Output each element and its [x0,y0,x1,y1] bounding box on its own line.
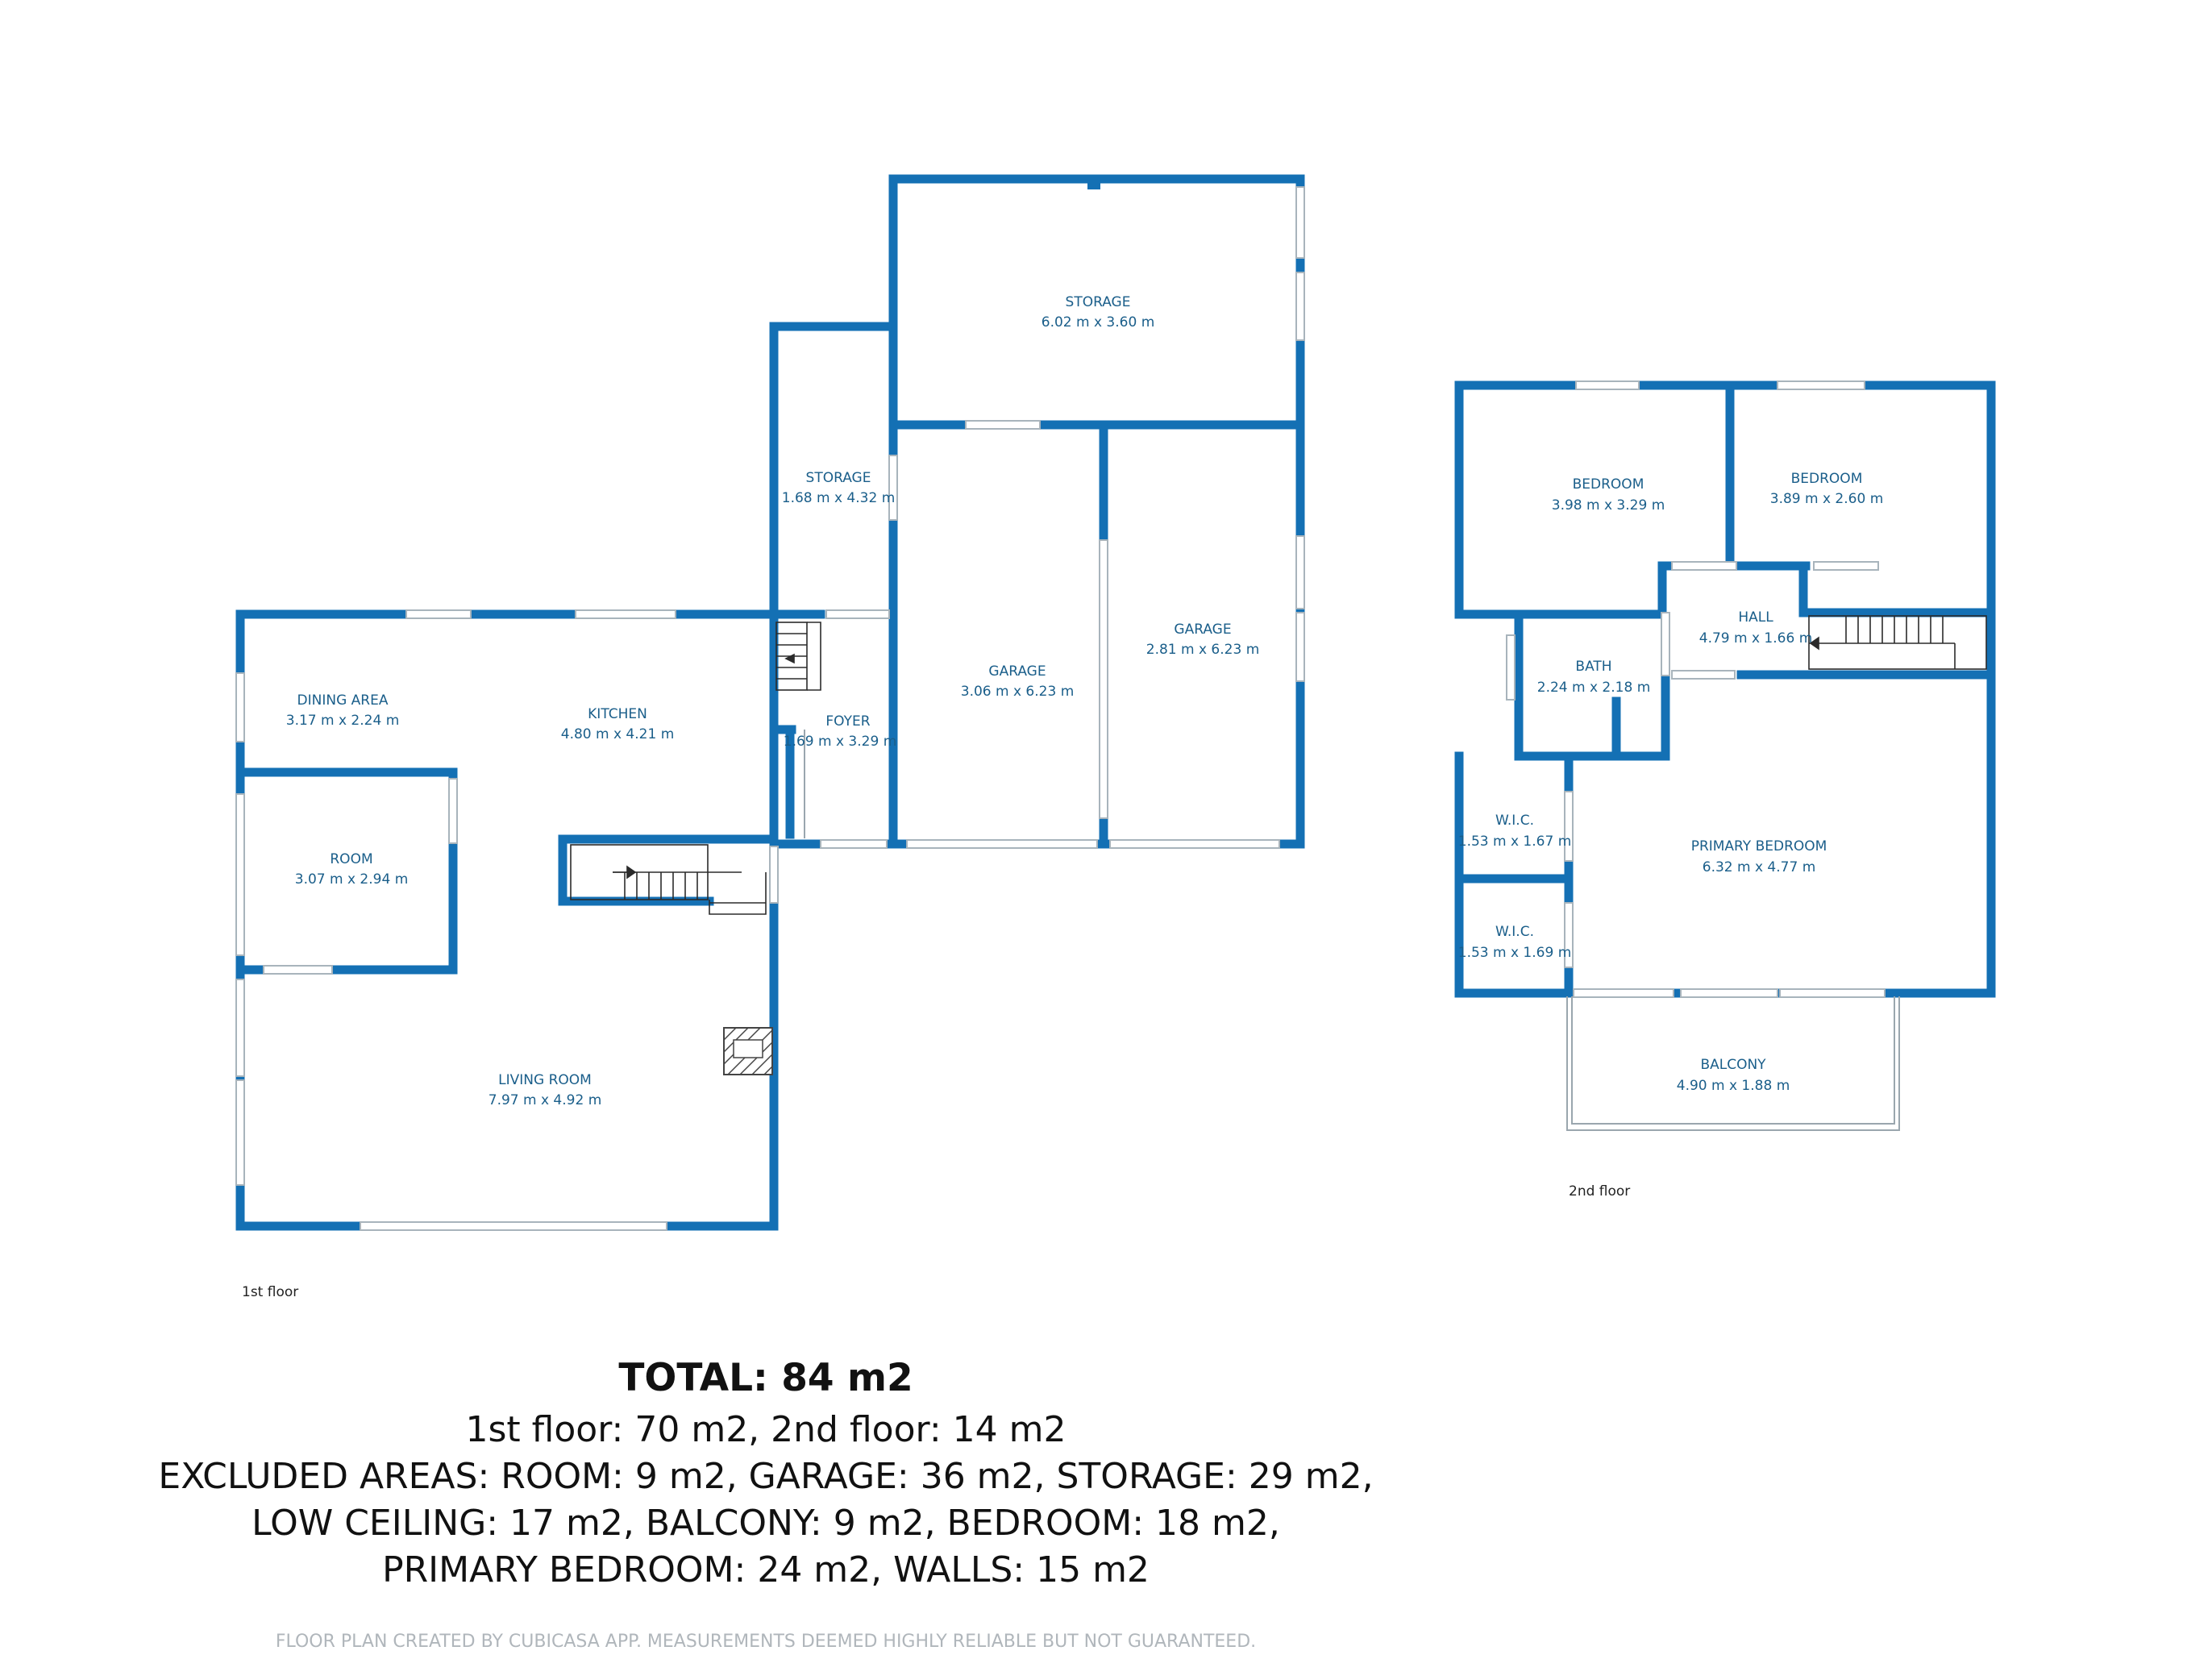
room-name-bedroom-left: BEDROOM [1573,476,1644,493]
window [405,609,472,619]
stair-walls [558,834,779,906]
room-name-dining: DINING AREA [297,692,389,709]
storage-foyer-walls [769,322,898,849]
room-name-foyer: FOYER [825,713,870,730]
window [1779,988,1886,998]
room-dims-bath: 2.24 m x 2.18 m [1537,680,1651,696]
wall-post [1087,175,1100,189]
second-floor-plan: BEDROOM 3.98 m x 3.29 m BEDROOM 3.89 m x… [1454,380,1996,1200]
window [1295,535,1305,609]
room-dims-primary: 6.32 m x 4.77 m [1703,859,1816,875]
excluded-areas-line-3: PRIMARY BEDROOM: 24 m2, WALLS: 15 m2 [382,1549,1150,1590]
room-dims-wic-top: 1.53 m x 1.67 m [1458,834,1572,850]
window [1506,634,1516,701]
room-name-primary: PRIMARY BEDROOM [1691,838,1827,854]
upper-inner-walls [1454,380,1996,998]
window [235,793,245,956]
window [1573,988,1674,998]
stairs-first-floor [570,844,767,915]
window [769,846,779,904]
storage-garage-walls [888,174,1305,849]
floor-areas: 1st floor: 70 m2, 2nd floor: 14 m2 [465,1409,1066,1450]
room-dims-bedroom-left: 3.98 m x 3.29 m [1552,497,1665,514]
window [263,965,333,975]
room-name-storage-small: STORAGE [806,470,871,486]
total-area: TOTAL: 84 m2 [618,1356,913,1400]
room-name-bath: BATH [1575,659,1611,675]
room-dims-storage-small: 1.68 m x 4.32 m [782,490,896,506]
garage-door [1109,839,1280,849]
stairs-foyer [775,622,821,691]
door-opening [820,839,888,849]
disclaimer: FLOOR PLAN CREATED BY CUBICASA APP. MEAS… [275,1632,1257,1652]
room-walls [235,767,458,975]
room-name-bedroom-right: BEDROOM [1791,471,1863,487]
room-name-hall: HALL [1738,609,1773,626]
floor-label-first: 1st floor [242,1284,298,1300]
window [965,420,1041,430]
window [575,609,676,619]
stairs-second-floor [1808,615,1987,670]
window [1777,380,1865,390]
door-opening [825,609,890,619]
window [1575,380,1640,390]
window [448,778,458,844]
room-dims-dining: 3.17 m x 2.24 m [286,713,400,729]
room-name-balcony: BALCONY [1700,1057,1766,1073]
room-dims-bedroom-right: 3.89 m x 2.60 m [1770,491,1884,507]
door-opening [1671,561,1737,571]
window [360,1221,667,1231]
room-dims-balcony: 4.90 m x 1.88 m [1677,1078,1790,1094]
fireplace [723,1027,773,1075]
garage-door [906,839,1098,849]
door-opening [1661,612,1670,676]
room-name-wic-bottom: W.I.C. [1495,924,1534,940]
room-name-room: ROOM [330,851,372,867]
window [235,672,245,742]
window [235,1079,245,1186]
window [1680,988,1778,998]
first-floor-plan: STORAGE 6.02 m x 3.60 m STORAGE 1.68 m x… [235,174,1305,1300]
excluded-areas-line-2: LOW CEILING: 17 m2, BALCONY: 9 m2, BEDRO… [252,1503,1280,1544]
room-dims-garage-left: 3.06 m x 6.23 m [961,684,1075,700]
room-name-living: LIVING ROOM [498,1072,592,1088]
door-opening [1813,561,1879,571]
room-dims-storage-top: 6.02 m x 3.60 m [1042,314,1155,331]
room-dims-kitchen: 4.80 m x 4.21 m [561,726,675,742]
balcony-railing [1566,996,1900,1131]
room-name-garage-right: GARAGE [1174,622,1231,638]
room-dims-foyer: 1.69 m x 3.29 m [784,734,897,750]
door-opening [1564,791,1574,862]
room-dims-hall: 4.79 m x 1.66 m [1699,630,1813,647]
window [235,979,245,1077]
room-name-wic-top: W.I.C. [1495,813,1534,829]
door-opening [1564,902,1574,968]
window [888,455,898,521]
room-name-kitchen: KITCHEN [588,706,647,722]
door-opening [1671,670,1736,680]
room-dims-room: 3.07 m x 2.94 m [295,871,409,888]
room-name-storage-top: STORAGE [1066,294,1131,310]
room-dims-living: 7.97 m x 4.92 m [489,1092,602,1108]
room-dims-garage-right: 2.81 m x 6.23 m [1146,642,1260,658]
excluded-areas-line-1: EXCLUDED AREAS: ROOM: 9 m2, GARAGE: 36 m… [158,1456,1374,1497]
partition-opening [1099,539,1108,819]
window [1295,272,1305,341]
floor-label-second: 2nd floor [1569,1183,1630,1200]
window [1295,612,1305,682]
room-dims-wic-bottom: 1.53 m x 1.69 m [1458,945,1572,961]
room-name-garage-left: GARAGE [988,663,1046,680]
window [1295,186,1305,259]
